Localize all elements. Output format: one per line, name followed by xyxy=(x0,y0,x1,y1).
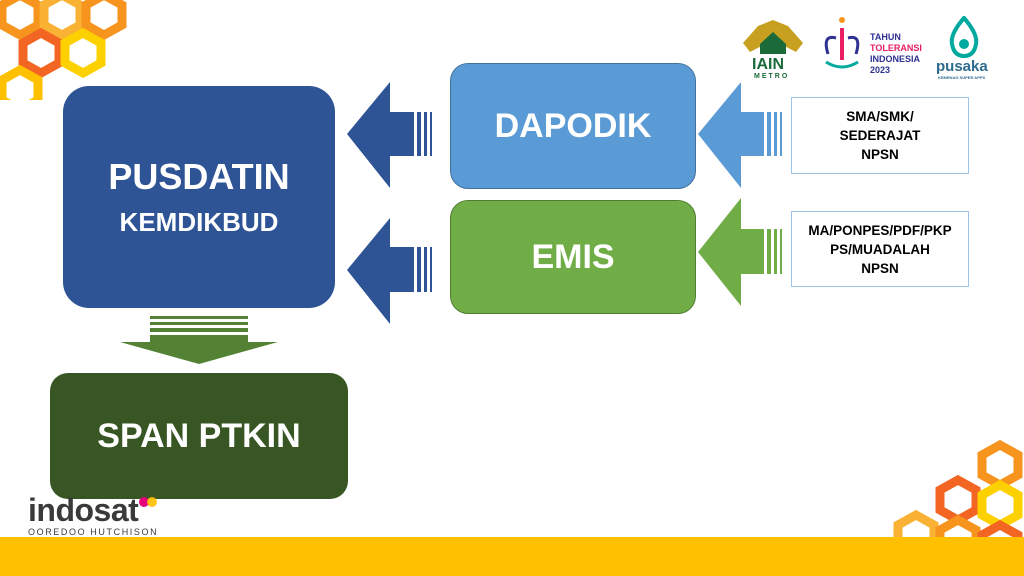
iain-crest-icon xyxy=(743,20,803,54)
toleransi-line-1: TAHUN xyxy=(870,32,901,42)
dapodik-box: DAPODIK xyxy=(450,63,696,189)
pusaka-drop-icon xyxy=(949,16,979,58)
dapodik-label: DAPODIK xyxy=(494,106,652,145)
emis-box: EMIS xyxy=(450,200,696,314)
span-ptkin-box: SPAN PTKIN xyxy=(50,373,348,499)
emis-source-line-1: MA/PONPES/PDF/PKP xyxy=(808,222,952,238)
footer-band xyxy=(0,537,1024,576)
indosat-word: indosat xyxy=(28,492,139,528)
tahun-toleransi-logo: TAHUN TOLERANSI INDONESIA 2023 xyxy=(818,14,933,78)
toleransi-line-2: TOLERANSI xyxy=(870,43,922,53)
toleransi-figures-icon xyxy=(824,17,860,69)
arrow-ma-to-emis xyxy=(698,198,782,306)
pusdatin-subtitle: KEMDIKBUD xyxy=(119,207,279,237)
pusdatin-title: PUSDATIN xyxy=(108,156,290,197)
emis-label: EMIS xyxy=(531,237,615,276)
indosat-logo: indosat OOREDOO HUTCHISON xyxy=(28,494,158,538)
dapodik-source-line-1: SMA/SMK/ xyxy=(846,109,914,124)
arrow-emis-to-pusdatin xyxy=(347,218,432,324)
pusdatin-box: PUSDATIN KEMDIKBUD xyxy=(63,86,335,308)
dapodik-source-line-3: NPSN xyxy=(861,147,899,162)
iain-metro-logo: IAIN METRO xyxy=(738,18,808,82)
indosat-sub: OOREDOO HUTCHISON xyxy=(28,527,159,537)
indosat-dot-icon xyxy=(139,497,157,507)
span-ptkin-label: SPAN PTKIN xyxy=(97,416,301,455)
arrow-dapodik-to-pusdatin xyxy=(347,82,432,188)
dapodik-source-line-2: SEDERAJAT xyxy=(839,128,921,143)
hexagon-pattern-top-left xyxy=(0,0,127,100)
emis-source-label: MA/PONPES/PDF/PKP PS/MUADALAH NPSN xyxy=(791,211,969,287)
iain-word: IAIN xyxy=(752,56,784,73)
iain-sub: METRO xyxy=(754,73,790,80)
dapodik-source-label: SMA/SMK/ SEDERAJAT NPSN xyxy=(791,97,969,174)
pusaka-sub: KEMENAG SUPER APPS xyxy=(938,75,986,80)
toleransi-line-4: 2023 xyxy=(870,65,891,75)
pusaka-logo: pusaka KEMENAG SUPER APPS xyxy=(936,16,992,82)
arrow-pusdatin-to-span xyxy=(120,316,278,364)
pusaka-word: pusaka xyxy=(936,58,988,75)
toleransi-line-3: INDONESIA xyxy=(870,54,921,64)
emis-source-line-2: PS/MUADALAH xyxy=(830,241,930,257)
emis-source-line-3: NPSN xyxy=(861,260,899,276)
arrow-sma-to-dapodik xyxy=(698,82,782,188)
